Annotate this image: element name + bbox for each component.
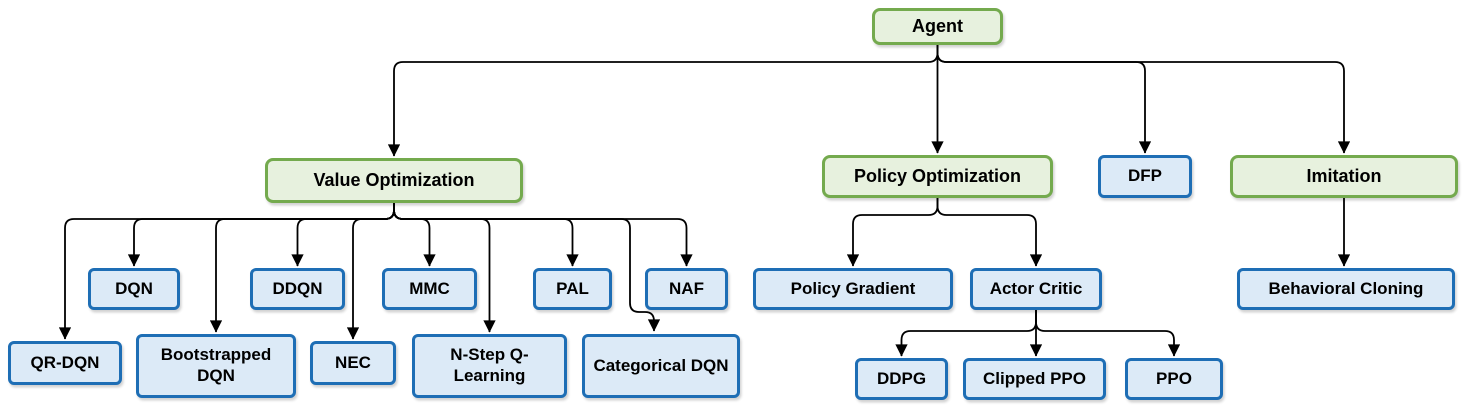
- node-agent: Agent: [872, 8, 1003, 45]
- edge-value-optimization-ddqn: [291, 203, 395, 267]
- node-value-optimization: Value Optimization: [265, 158, 523, 203]
- node-categorical-dqn: Categorical DQN: [582, 334, 740, 398]
- node-dfp: DFP: [1098, 155, 1192, 198]
- node-policy-optimization: Policy Optimization: [822, 155, 1053, 198]
- node-qr-dqn: QR-DQN: [8, 341, 122, 385]
- node-n-step-q-learning: N-Step Q-Learning: [412, 334, 567, 398]
- edge-policy-optimization-policy-gradient: [846, 198, 939, 267]
- edge-value-optimization-pal: [393, 203, 579, 267]
- node-mmc: MMC: [382, 268, 477, 310]
- node-ppo: PPO: [1125, 358, 1223, 400]
- node-ddpg: DDPG: [855, 358, 948, 400]
- node-behavioral-cloning: Behavioral Cloning: [1237, 268, 1455, 310]
- edge-agent-imitation: [936, 45, 1351, 154]
- edge-agent-value-optimization: [387, 45, 939, 157]
- node-policy-gradient: Policy Gradient: [753, 268, 953, 310]
- node-dqn: DQN: [88, 268, 180, 310]
- node-nec: NEC: [310, 341, 396, 385]
- node-clipped-ppo: Clipped PPO: [963, 358, 1106, 400]
- node-imitation: Imitation: [1230, 155, 1458, 198]
- edge-actor-critic-ddpg: [895, 310, 1037, 357]
- node-naf: NAF: [645, 268, 728, 310]
- node-pal: PAL: [533, 268, 612, 310]
- node-ddqn: DDQN: [250, 268, 345, 310]
- node-bootstrapped-dqn: Bootstrapped DQN: [136, 334, 296, 398]
- edge-actor-critic-ppo: [1035, 310, 1181, 357]
- node-actor-critic: Actor Critic: [970, 268, 1102, 310]
- edge-policy-optimization-actor-critic: [936, 198, 1043, 267]
- edge-value-optimization-dqn: [127, 203, 395, 267]
- edge-value-optimization-mmc: [393, 203, 436, 267]
- edge-value-optimization-nec: [346, 203, 395, 340]
- edge-value-optimization-naf: [393, 203, 693, 267]
- edge-value-optimization-categorical-dqn: [393, 203, 661, 332]
